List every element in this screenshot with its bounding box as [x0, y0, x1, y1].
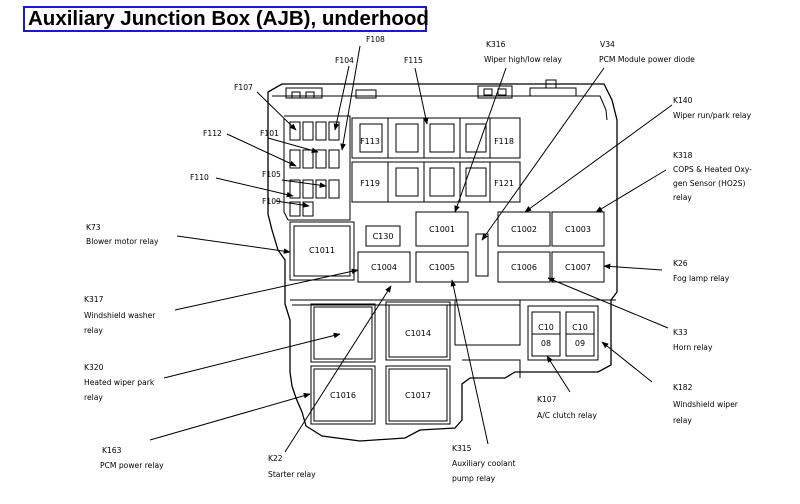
label-f112: F112 — [203, 129, 222, 138]
label-k26-desc: Fog lamp relay — [673, 274, 730, 283]
label-k315-desc2: pump relay — [452, 474, 496, 483]
connector-c1011-label: C1011 — [309, 246, 335, 255]
connector-c1006-label: C1006 — [511, 263, 537, 272]
label-k33-desc: Horn relay — [673, 343, 713, 352]
connector-c10-08-label: C10 — [538, 323, 554, 332]
label-k317-desc1: Windshield washer — [84, 311, 156, 320]
label-k320-code: K320 — [84, 363, 104, 372]
label-k317-desc2: relay — [84, 326, 103, 335]
label-f110: F110 — [190, 173, 209, 182]
label-k316-code: K316 — [486, 40, 506, 49]
connector-c10-09-label: C10 — [572, 323, 588, 332]
label-v34-code: V34 — [600, 40, 615, 49]
leader-lines — [149, 45, 673, 453]
connector-labels: F113 F118 F119 F121 C1011 C130 C1001 C10… — [309, 137, 591, 400]
label-v34-desc: PCM Module power diode — [599, 55, 695, 64]
top-latches — [285, 79, 577, 99]
label-k107-code: K107 — [537, 395, 557, 404]
junction-box-outline — [267, 83, 618, 442]
connector-c1004-label: C1004 — [371, 263, 397, 272]
label-k315-code: K315 — [452, 444, 472, 453]
label-k316-desc: Wiper high/low relay — [484, 55, 562, 64]
connector-c1014-label: C1014 — [405, 329, 431, 338]
connector-c1005-label: C1005 — [429, 263, 455, 272]
label-k73-code: K73 — [86, 223, 101, 232]
connector-c10-09-sub: 09 — [575, 339, 585, 348]
connector-c130-label: C130 — [373, 232, 394, 241]
connector-c10-08-sub: 08 — [541, 339, 551, 348]
label-k318-code: K318 — [673, 151, 693, 160]
label-k107-desc: A/C clutch relay — [537, 411, 597, 420]
label-k320-desc2: relay — [84, 393, 103, 402]
connector-c1017-label: C1017 — [405, 391, 431, 400]
fuse-f113-label: F113 — [360, 137, 380, 146]
label-k182-desc1: Windshield wiper — [673, 400, 739, 409]
label-f104: F104 — [335, 56, 354, 65]
connector-c1016-label: C1016 — [330, 391, 356, 400]
label-k163-code: K163 — [102, 446, 122, 455]
label-k33-code: K33 — [673, 328, 688, 337]
fuse-f121-label: F121 — [494, 179, 514, 188]
label-k320-desc1: Heated wiper park — [84, 378, 155, 387]
label-f115: F115 — [404, 56, 423, 65]
label-f109: F109 — [262, 197, 281, 206]
label-k140-code: K140 — [673, 96, 693, 105]
label-k317-code: K317 — [84, 295, 104, 304]
label-k315-desc1: Auxiliary coolant — [452, 459, 516, 468]
label-k140-desc: Wiper run/park relay — [673, 111, 752, 120]
label-k182-desc2: relay — [673, 416, 692, 425]
connector-c1002-label: C1002 — [511, 225, 537, 234]
label-k163-desc: PCM power relay — [100, 461, 164, 470]
fuse-f119-label: F119 — [360, 179, 380, 188]
connector-c1003-label: C1003 — [565, 225, 591, 234]
mini-fuse-block — [284, 115, 351, 221]
label-k22-desc: Starter relay — [268, 470, 316, 479]
label-f108: F108 — [366, 35, 385, 44]
label-f101: F101 — [260, 129, 279, 138]
label-k318-desc1: COPS & Heated Oxy- — [673, 165, 752, 174]
diagram-title: Auxiliary Junction Box (AJB), underhood — [23, 6, 429, 32]
maxi-fuse-grid — [351, 117, 521, 203]
label-k73-desc: Blower motor relay — [86, 237, 159, 246]
label-f107: F107 — [234, 83, 253, 92]
connector-c1001-label: C1001 — [429, 225, 455, 234]
label-k26-code: K26 — [673, 259, 688, 268]
fuse-f118-label: F118 — [494, 137, 514, 146]
label-k318-desc3: relay — [673, 193, 692, 202]
label-k318-desc2: gen Sensor (HO2S) — [673, 179, 745, 188]
connector-c1007-label: C1007 — [565, 263, 591, 272]
label-f105: F105 — [262, 170, 281, 179]
label-k182-code: K182 — [673, 383, 693, 392]
callout-labels: F108 F104 F115 F107 F112 F101 F110 F105 … — [84, 35, 752, 483]
label-k22-code: K22 — [268, 454, 283, 463]
